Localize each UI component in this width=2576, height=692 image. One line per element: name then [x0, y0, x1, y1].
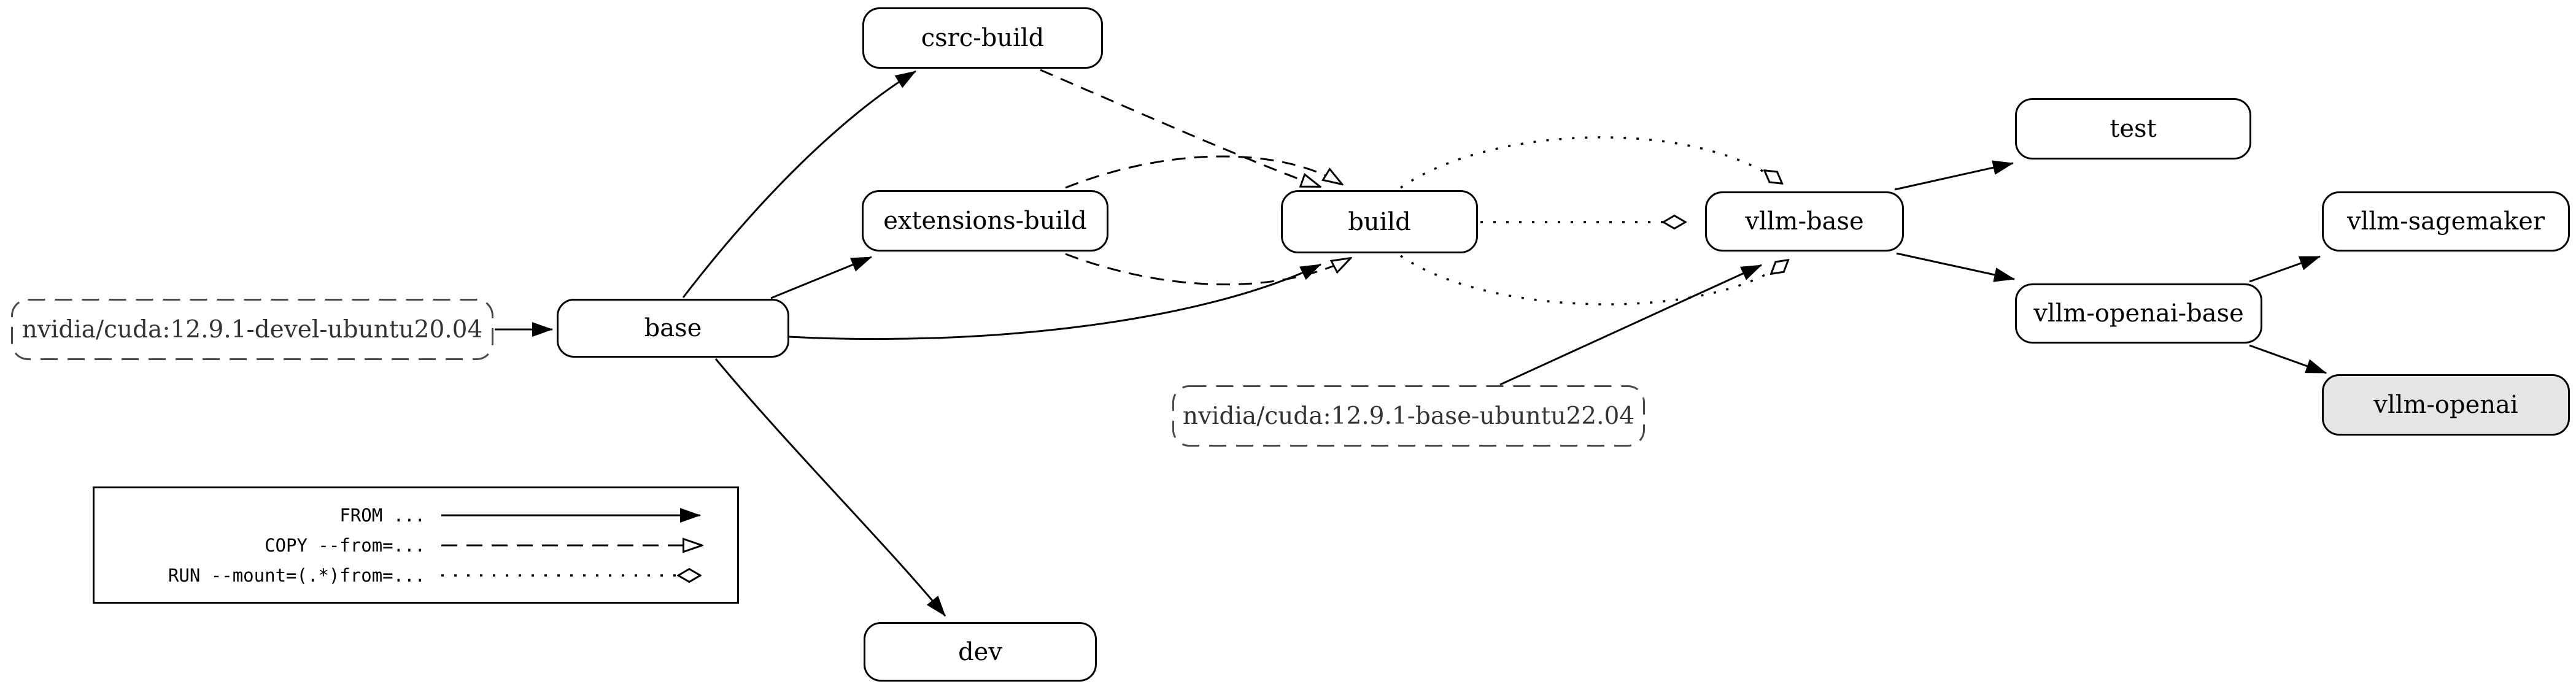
edge-csrc-build-to-build	[1040, 69, 1320, 186]
node-vllm-openai-label: vllm-openai	[2373, 391, 2518, 419]
node-vllm-base: vllm-base	[1705, 191, 1904, 252]
node-build: build	[1281, 190, 1478, 253]
edge-base-to-csrc-build	[682, 70, 916, 298]
cuda-devel-node-outline	[11, 299, 493, 360]
edge-vllm-openai-base-to-vllm-openai	[2249, 344, 2327, 374]
node-vllm-openai-base-label: vllm-openai-base	[2033, 299, 2244, 328]
legend-from-label: FROM ...	[339, 504, 425, 526]
legend-row-copy-from: COPY --from=...	[101, 530, 726, 560]
edge-cuda-base-to-vllm-base	[1499, 264, 1762, 386]
node-vllm-sagemaker: vllm-sagemaker	[2322, 191, 2570, 252]
edge-build-to-vllm-base-lower	[1400, 255, 1787, 306]
node-cuda-devel-label: nvidia/cuda:12.9.1-devel-ubuntu20.04	[21, 315, 483, 344]
legend-copy-from-line-sample	[441, 532, 726, 559]
edge-vllm-base-to-vllm-openai-base	[1896, 252, 2015, 282]
cuda-base-node-outline	[1172, 385, 1645, 447]
node-base: base	[557, 299, 789, 358]
node-build-label: build	[1348, 207, 1411, 236]
edge-extensions-build-to-build-upper	[1065, 155, 1342, 189]
node-csrc-build: csrc-build	[862, 7, 1103, 69]
edge-build-to-vllm-base-upper	[1400, 136, 1781, 189]
node-test: test	[2015, 98, 2251, 160]
legend-row-from: FROM ...	[101, 500, 726, 530]
node-vllm-sagemaker-label: vllm-sagemaker	[2346, 207, 2545, 236]
node-vllm-openai-base: vllm-openai-base	[2015, 283, 2262, 344]
edge-vllm-openai-base-to-vllm-sagemaker	[2249, 255, 2321, 283]
node-vllm-openai: vllm-openai	[2322, 374, 2570, 436]
legend-run-mount-label: RUN --mount=(.*)from=...	[168, 564, 425, 586]
node-csrc-build-label: csrc-build	[921, 24, 1045, 52]
edge-base-to-build	[789, 263, 1321, 340]
edge-base-to-extensions-build	[770, 256, 872, 299]
node-dev-label: dev	[958, 637, 1002, 666]
edge-vllm-base-to-test	[1894, 160, 2014, 191]
node-cuda-base-label: nvidia/cuda:12.9.1-base-ubuntu22.04	[1182, 402, 1635, 430]
node-extensions-build: extensions-build	[862, 190, 1108, 252]
legend-run-mount-line-sample	[441, 562, 726, 589]
node-base-label: base	[644, 314, 702, 342]
node-test-label: test	[2110, 115, 2157, 143]
node-dev: dev	[864, 622, 1097, 682]
legend-row-run-mount: RUN --mount=(.*)from=...	[101, 560, 726, 590]
legend-box: FROM ... COPY --from=... RUN --mount=(.*…	[93, 486, 739, 604]
legend-from-line-sample	[441, 507, 701, 523]
node-cuda-base-ubuntu2204: nvidia/cuda:12.9.1-base-ubuntu22.04	[1172, 385, 1645, 447]
node-extensions-build-label: extensions-build	[883, 207, 1087, 235]
legend-copy-from-label: COPY --from=...	[265, 534, 425, 556]
node-cuda-devel-ubuntu2004: nvidia/cuda:12.9.1-devel-ubuntu20.04	[11, 299, 493, 360]
edge-base-to-dev	[714, 358, 946, 617]
edge-extensions-build-to-build-lower	[1065, 253, 1350, 286]
node-vllm-base-label: vllm-base	[1745, 207, 1864, 236]
